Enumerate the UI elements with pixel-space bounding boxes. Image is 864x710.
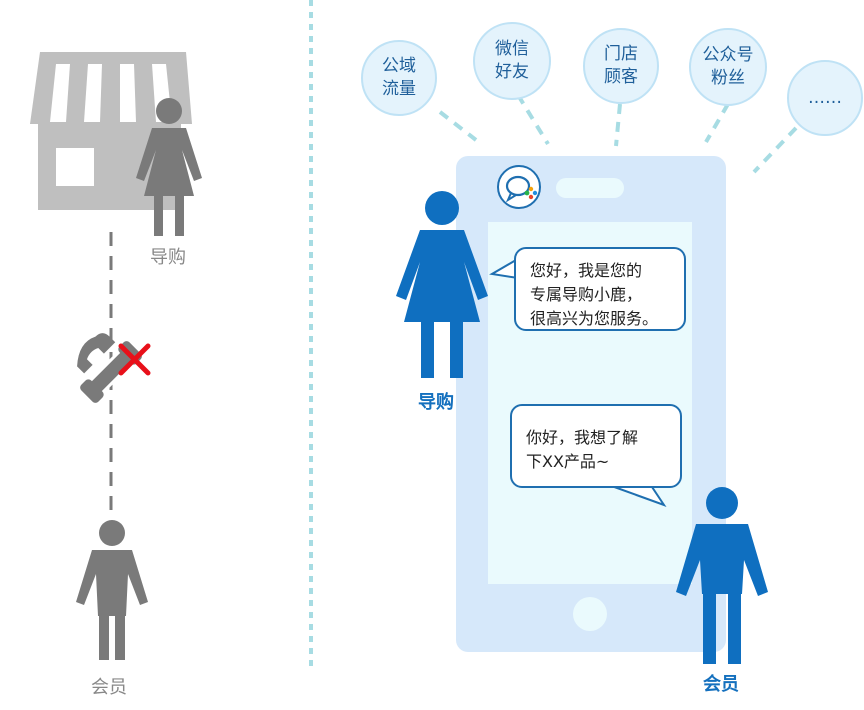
bubble-connectors xyxy=(438,93,798,174)
bubble-store-customers: 门店顾客 xyxy=(583,28,659,104)
left-scene-svg xyxy=(30,52,202,660)
guide-message: 您好，我是您的 专属导购小鹿， 很高兴为您服务。 xyxy=(514,247,686,331)
chat-app-icon xyxy=(497,165,541,209)
red-cross-icon xyxy=(118,343,151,376)
member-label-right: 会员 xyxy=(703,674,739,695)
member-label-left: 会员 xyxy=(91,677,127,698)
bubble-public-traffic: 公域流量 xyxy=(361,40,437,116)
member-figure-gray xyxy=(76,520,148,660)
divider-line xyxy=(309,0,313,672)
bubble-more: …… xyxy=(787,60,863,136)
bubble-wechat-friends: 微信好友 xyxy=(473,22,551,100)
member-message: 你好，我想了解 下XX产品~ xyxy=(510,404,682,488)
guide-figure-blue xyxy=(396,191,488,378)
guide-label-right: 导购 xyxy=(418,392,454,413)
bubble-official-account-fans: 公众号粉丝 xyxy=(689,28,767,106)
guide-label-left: 导购 xyxy=(150,247,186,268)
guide-figure-gray xyxy=(136,98,202,236)
member-figure-blue xyxy=(676,487,768,664)
